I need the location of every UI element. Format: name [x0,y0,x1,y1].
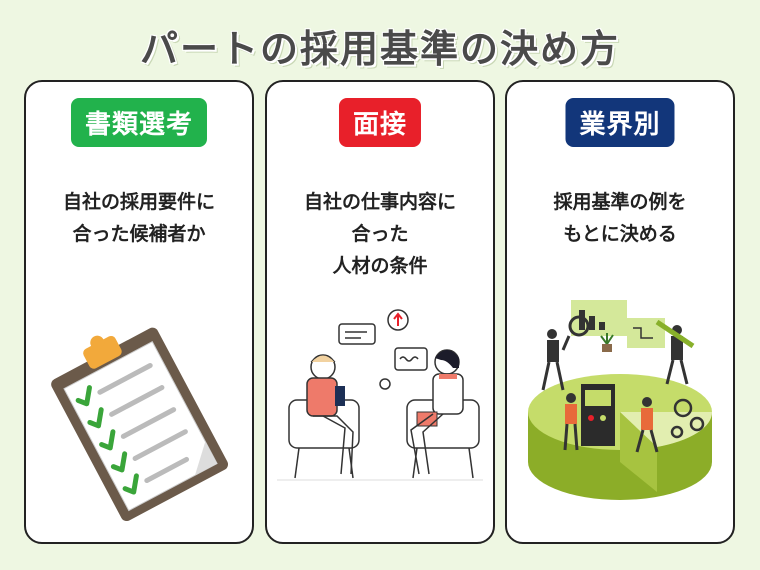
card-document-screening: 書類選考 自社の採用要件に 合った候補者か [24,80,254,544]
card-description: 採用基準の例を もとに決める [513,186,727,250]
page-title: パートの採用基準の決め方 [139,27,620,71]
description-line: 採用基準の例を [553,191,687,213]
description-line: 人材の条件 [332,255,428,277]
description-line: 合った [351,223,409,245]
badge-document-screening: 書類選考 [70,98,208,147]
badge-interview: 面接 [338,98,422,147]
interview-people-icon [277,309,483,481]
clipboard-checklist-icon [51,327,229,522]
card-by-industry: 業界別 採用基準の例を もとに決める [505,80,735,544]
business-pie-chart-icon [528,300,713,500]
description-line: 自社の仕事内容に [303,191,456,213]
description-line: 自社の採用要件に [62,191,215,213]
description-line: もとに決める [563,223,677,245]
card-description: 自社の採用要件に 合った候補者か [32,186,246,250]
description-line: 合った候補者か [72,223,206,245]
card-description: 自社の仕事内容に 合った 人材の条件 [273,186,487,282]
badge-by-industry: 業界別 [565,98,675,147]
card-interview: 面接 自社の仕事内容に 合った 人材の条件 [265,80,495,544]
